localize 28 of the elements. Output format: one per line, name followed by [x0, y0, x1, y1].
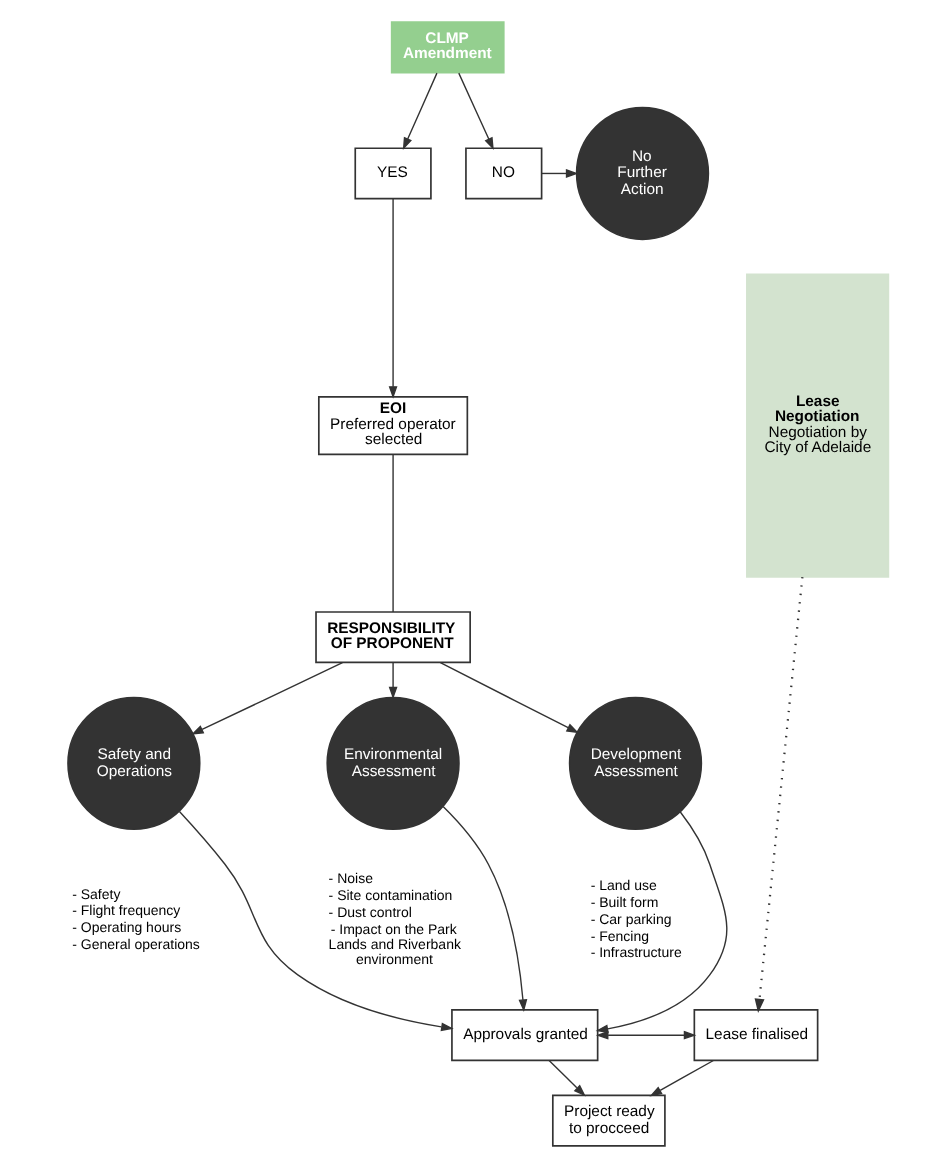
arrow: [439, 662, 580, 734]
node-box: EOI Preferred operator selected: [318, 396, 469, 456]
arrow: [388, 662, 398, 700]
arrow: [595, 811, 728, 1034]
node-circle: No Further Action: [575, 106, 710, 241]
arrow: [388, 198, 398, 399]
arrow: [541, 169, 579, 178]
node-box: Lease Negotiation Negotiation by City of Adelaide: [746, 273, 890, 578]
connector: [392, 454, 394, 613]
arrow: [178, 810, 454, 1032]
arrow: [548, 1059, 586, 1097]
node-box: YES: [354, 147, 432, 200]
arrow: [402, 72, 438, 151]
arrow: [649, 1059, 715, 1097]
node-circle: Safety and Operations: [67, 696, 201, 831]
arrow: [442, 805, 528, 1013]
node-box: NO: [465, 147, 543, 200]
node-box: CLMP Amendment: [390, 21, 505, 74]
arrow: [754, 576, 804, 1013]
node-box: Lease finalised: [693, 1009, 819, 1062]
arrow: [191, 662, 344, 735]
arrow: [595, 1030, 697, 1040]
node-circle: Environmental Assessment: [326, 696, 460, 831]
node-circle: Development Assessment: [568, 696, 703, 831]
node-box: Approvals granted: [451, 1009, 599, 1062]
node-box: RESPONSIBILITY OF PROPONENT: [315, 611, 471, 664]
arrow: [458, 72, 494, 151]
node-box: Project ready to procceed: [552, 1094, 666, 1147]
